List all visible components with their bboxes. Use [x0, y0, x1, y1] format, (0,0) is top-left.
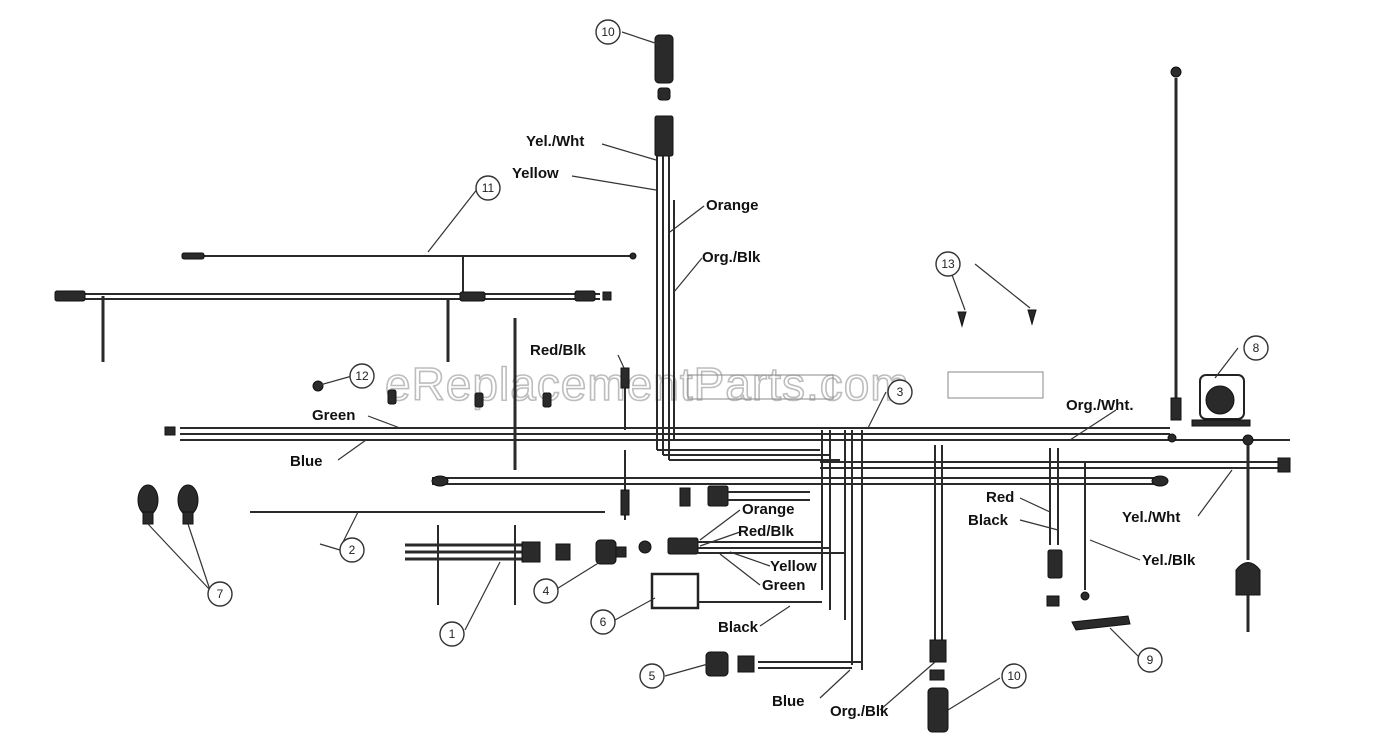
callout-3: 3 — [887, 379, 913, 405]
svg-text:5: 5 — [649, 669, 656, 683]
part-10-bottom-connector — [927, 669, 949, 733]
watermark-text: eReplacementParts.com — [385, 358, 910, 410]
callout-5: 5 — [639, 663, 665, 689]
label-red-blk-mid: Red/Blk — [738, 523, 795, 540]
label-red-right: Red — [986, 489, 1014, 506]
svg-text:8: 8 — [1253, 341, 1260, 355]
label-blue-left: Blue — [290, 453, 323, 470]
top-vertical-harness — [654, 34, 840, 461]
label-leaders — [337, 143, 1233, 711]
callout-11: 11 — [475, 175, 501, 201]
mid-harness — [638, 537, 845, 555]
label-red-blk-top: Red/Blk — [530, 342, 587, 359]
label-org-wht-right: Org./Wht. — [1066, 397, 1134, 414]
svg-text:4: 4 — [543, 584, 550, 598]
label-blue-bottom: Blue — [772, 693, 805, 710]
label-yel-wht-right: Yel./Wht — [1122, 509, 1180, 526]
leader-lines — [147, 31, 1239, 711]
label-green-left: Green — [312, 407, 355, 424]
callout-12: 12 — [349, 363, 375, 389]
svg-text:10: 10 — [601, 25, 615, 39]
callout-10-bottom: 10 — [1001, 663, 1027, 689]
callout-6: 6 — [590, 609, 616, 635]
svg-text:11: 11 — [482, 181, 495, 195]
label-yel-blk-right: Yel./Blk — [1142, 552, 1196, 569]
part-9-clip — [1071, 615, 1131, 631]
callout-13: 13 — [935, 251, 961, 277]
part-4-switch — [595, 539, 627, 565]
callout-7: 7 — [207, 581, 233, 607]
part-6-box — [650, 572, 822, 610]
label-org-blk-bottom: Org./Blk — [830, 703, 889, 720]
svg-text:10: 10 — [1007, 669, 1021, 683]
part-7-bulbs — [137, 484, 199, 525]
callout-9: 9 — [1137, 647, 1163, 673]
main-harness — [164, 426, 1291, 487]
svg-text:2: 2 — [349, 543, 356, 557]
svg-text:1: 1 — [449, 627, 456, 641]
label-black-right: Black — [968, 512, 1009, 529]
svg-text:13: 13 — [941, 257, 955, 271]
drop-wires — [758, 430, 1090, 670]
part-12-terminals — [312, 380, 552, 408]
svg-text:12: 12 — [355, 369, 369, 383]
label-green-mid: Green — [762, 577, 805, 594]
svg-text:3: 3 — [897, 385, 904, 399]
label-yel-wht-top: Yel./Wht — [526, 133, 584, 150]
harness-11 — [181, 252, 637, 300]
label-orange-top: Orange — [706, 197, 759, 214]
label-orange-mid: Orange — [742, 501, 795, 518]
callout-10-top: 10 — [595, 19, 621, 45]
red-blk-connector — [620, 367, 630, 389]
label-black-mid: Black — [718, 619, 759, 636]
callout-2: 2 — [339, 537, 365, 563]
right-vertical-harness — [1235, 434, 1261, 632]
label-yellow-top: Yellow — [512, 165, 559, 182]
label-org-blk-top: Org./Blk — [702, 249, 761, 266]
callout-4: 4 — [533, 578, 559, 604]
right-vertical-wire — [1170, 66, 1182, 421]
callout-8: 8 — [1243, 335, 1269, 361]
part-1-bracket — [405, 525, 571, 605]
harness-upper-row — [54, 290, 612, 362]
callout-1: 1 — [439, 621, 465, 647]
svg-text:9: 9 — [1147, 653, 1154, 667]
part-8-relay — [1191, 374, 1251, 427]
part-5-plug — [705, 651, 755, 677]
label-yellow-mid: Yellow — [770, 558, 817, 575]
part-13-tabs — [957, 309, 1037, 328]
svg-text:6: 6 — [600, 615, 607, 629]
svg-text:7: 7 — [217, 587, 224, 601]
